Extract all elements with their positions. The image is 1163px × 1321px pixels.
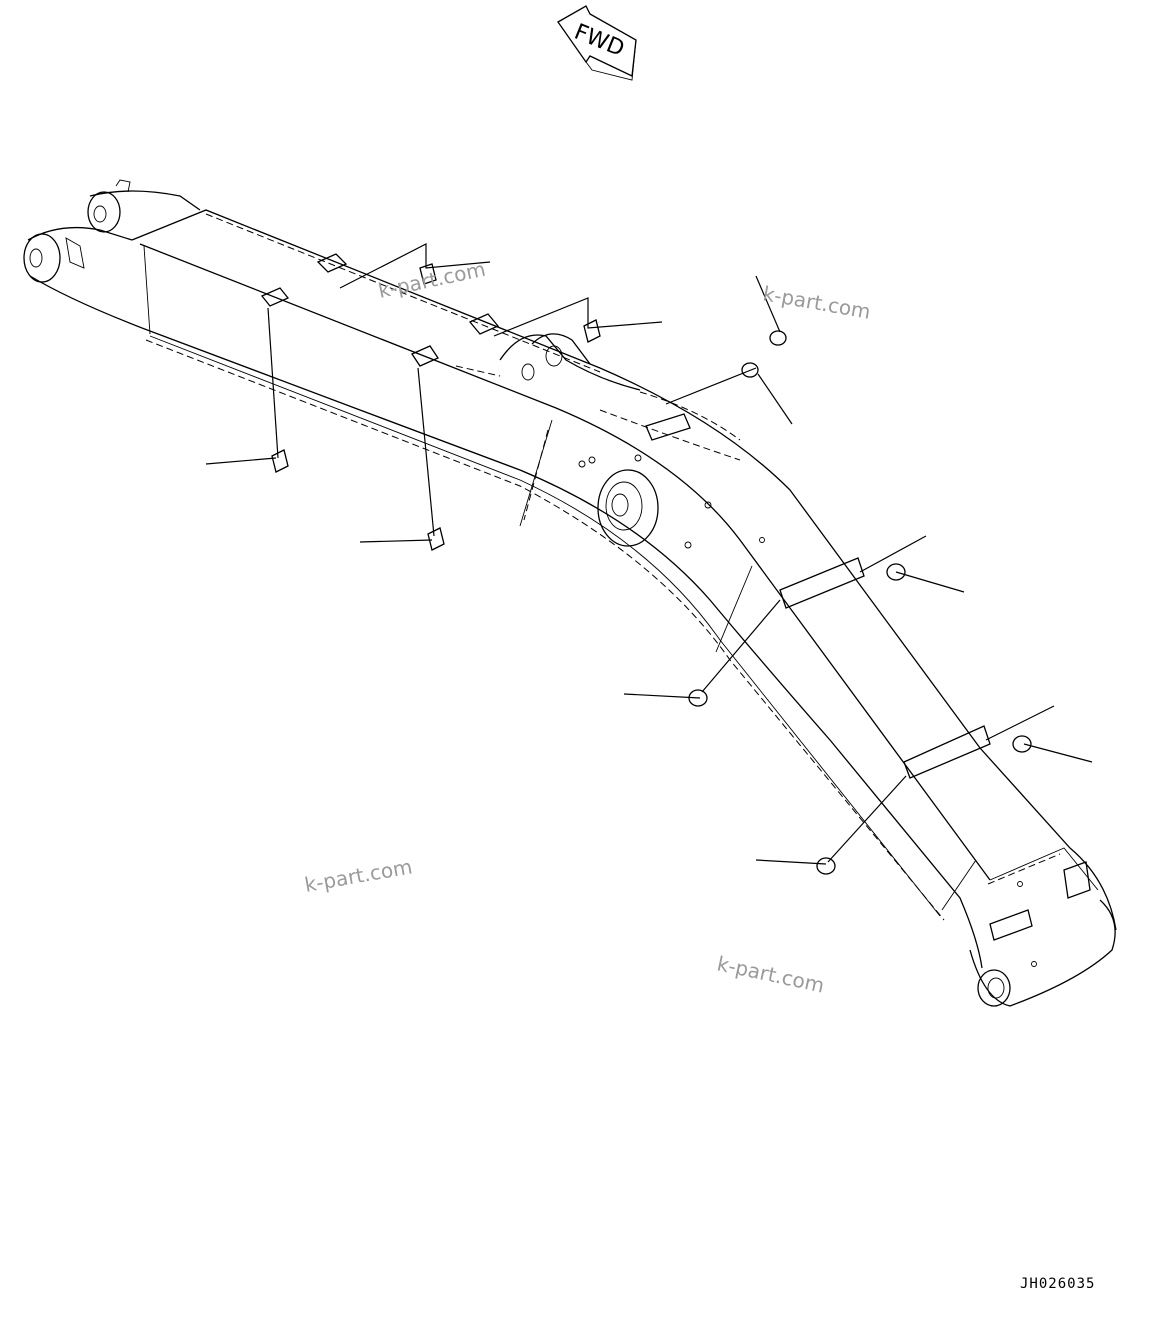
wear-pad-icon (769, 330, 787, 346)
wear-pads (271, 263, 1032, 875)
wear-pad-icon (583, 319, 601, 343)
watermark: k-part.com (715, 951, 827, 997)
wear-pad-icon (427, 527, 445, 551)
wear-pad-icon (741, 362, 759, 378)
fwd-label: FWD (571, 20, 628, 62)
wear-pad-icon (1012, 735, 1032, 753)
wear-pad-icon (886, 563, 906, 581)
fwd-arrow-icon: FWD (557, 5, 637, 81)
drawing-code: JH026035 (1020, 1276, 1095, 1292)
top-brackets (260, 253, 1091, 941)
wear-pad-icon (271, 449, 289, 473)
wear-pad-icon (419, 263, 437, 285)
boom-body (23, 179, 1117, 1007)
watermark: k-part.com (303, 854, 414, 897)
wear-pad-icon (816, 857, 836, 875)
leader-lines (205, 243, 1093, 865)
wear-pad-icon (688, 689, 708, 707)
watermark: k-part.com (761, 281, 872, 324)
